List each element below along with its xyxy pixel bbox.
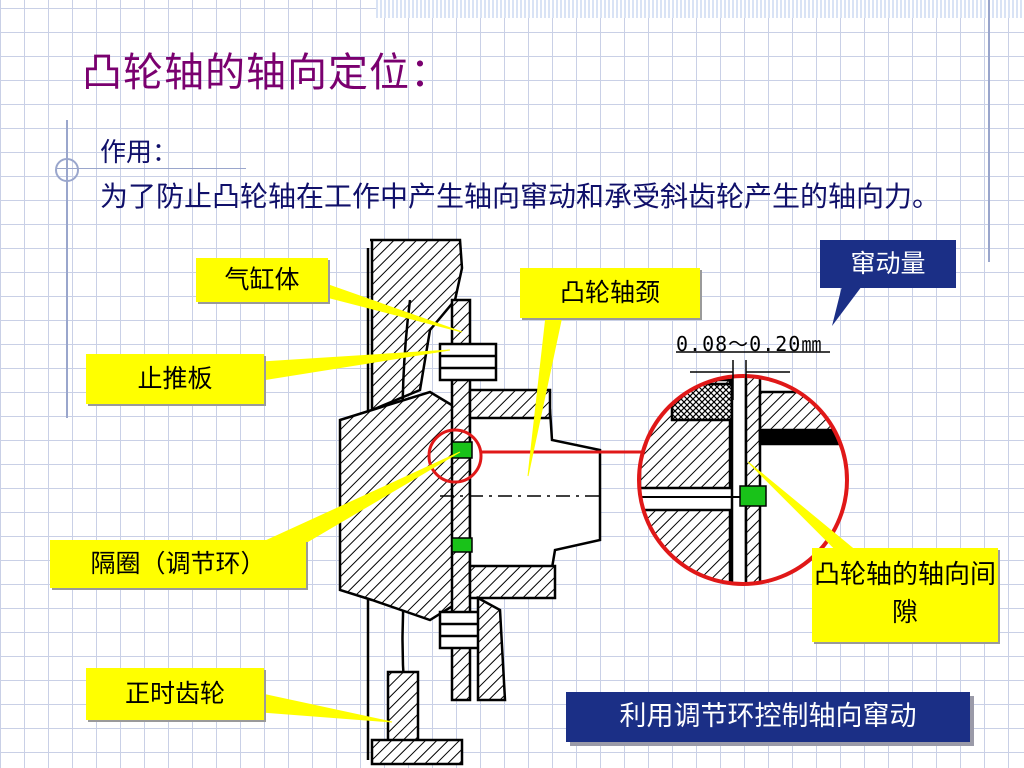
label-camshaft-journal: 凸轮轴颈 xyxy=(520,268,700,318)
bullet-circle-decoration xyxy=(55,158,79,182)
right-decoration-line xyxy=(988,0,990,262)
timing-gear-rim xyxy=(386,670,420,744)
purpose-description: 为了防止凸轮轴在工作中产生轴向窜动和承受斜齿轮产生的轴向力。 xyxy=(100,180,941,213)
zoomed-detail xyxy=(639,376,847,584)
label-cylinder-block: 气缸体 xyxy=(196,258,328,302)
end-play-callout: 窜动量 xyxy=(820,240,956,288)
label-timing-gear: 正时齿轮 xyxy=(86,668,264,720)
label-spacer-ring: 隔圈（调节环） xyxy=(50,540,306,588)
dimension-text: 0.08～0.20㎜ xyxy=(676,332,823,356)
spacer-ring-lower xyxy=(451,537,473,553)
purpose-heading: 作用： xyxy=(100,138,179,168)
cylinder-block-lower xyxy=(476,595,507,702)
detail-marker-circle xyxy=(427,428,483,484)
label-axial-clearance: 凸轮轴的轴向间隙 xyxy=(812,548,998,642)
zoom-circle xyxy=(637,374,849,586)
spacer-ring-upper xyxy=(451,441,473,459)
leader-timing-gear xyxy=(261,693,393,723)
subtitle-underline xyxy=(56,168,246,169)
left-decoration-line xyxy=(66,120,68,418)
upper-bolt xyxy=(438,342,498,382)
header-decoration xyxy=(376,0,1024,18)
spacer-note-box: 利用调节环控制轴向窜动 xyxy=(566,692,970,742)
gear-face xyxy=(370,738,464,766)
camshaft-upper-bearing xyxy=(468,388,552,420)
camshaft-lower-bearing xyxy=(468,564,557,600)
cylinder-block-outline xyxy=(370,238,464,412)
end-play-callout-pointer xyxy=(832,286,862,326)
label-leaders xyxy=(248,281,864,723)
label-thrust-plate: 止推板 xyxy=(86,354,264,404)
dimension-marks xyxy=(676,351,830,400)
slide-title: 凸轮轴的轴向定位： xyxy=(82,50,451,96)
